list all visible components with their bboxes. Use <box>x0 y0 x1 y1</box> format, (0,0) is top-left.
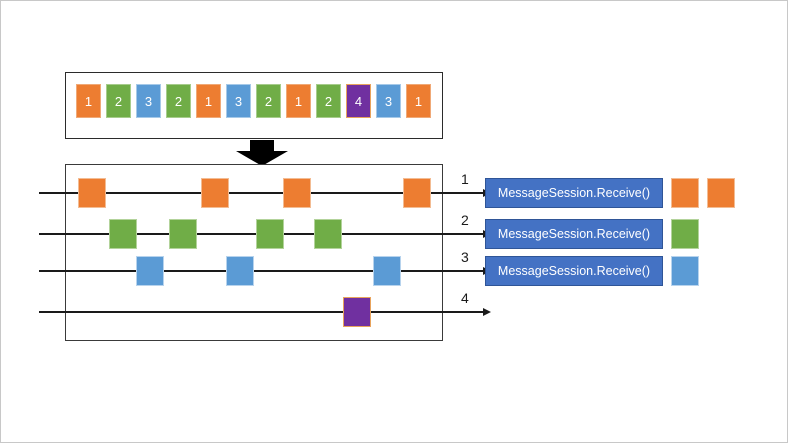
session-message-token <box>403 178 431 208</box>
delivered-message-box <box>671 219 699 249</box>
message-session-receive-button-3[interactable]: MessageSession.Receive() <box>485 256 663 286</box>
session-line-3 <box>39 270 483 272</box>
queue-message: 1 <box>76 84 101 118</box>
session-message-token <box>226 256 254 286</box>
queue-message: 1 <box>406 84 431 118</box>
queue-message: 1 <box>196 84 221 118</box>
queue-message: 3 <box>226 84 251 118</box>
queue-message: 2 <box>256 84 281 118</box>
session-message-token <box>109 219 137 249</box>
queue-message: 1 <box>286 84 311 118</box>
down-arrow-icon <box>234 140 290 166</box>
session-message-token <box>201 178 229 208</box>
session-line-1 <box>39 192 483 194</box>
delivered-message-box <box>671 178 699 208</box>
queue-message: 2 <box>106 84 131 118</box>
message-session-receive-button-2[interactable]: MessageSession.Receive() <box>485 219 663 249</box>
session-number-1: 1 <box>461 171 469 187</box>
session-number-4: 4 <box>461 290 469 306</box>
delivered-message-box <box>671 256 699 286</box>
session-number-2: 2 <box>461 212 469 228</box>
queue-message: 2 <box>166 84 191 118</box>
queue-message: 3 <box>136 84 161 118</box>
queue-message: 3 <box>376 84 401 118</box>
session-message-token <box>136 256 164 286</box>
session-number-3: 3 <box>461 249 469 265</box>
queue-message: 4 <box>346 84 371 118</box>
session-message-token <box>283 178 311 208</box>
session-arrowhead-4 <box>483 307 491 316</box>
session-message-token <box>169 219 197 249</box>
session-message-token <box>373 256 401 286</box>
session-message-token <box>256 219 284 249</box>
session-message-token <box>314 219 342 249</box>
message-session-receive-button-1[interactable]: MessageSession.Receive() <box>485 178 663 208</box>
queue-message: 2 <box>316 84 341 118</box>
session-message-token <box>343 297 371 327</box>
session-message-token <box>78 178 106 208</box>
delivered-message-box <box>707 178 735 208</box>
session-line-4 <box>39 311 483 313</box>
